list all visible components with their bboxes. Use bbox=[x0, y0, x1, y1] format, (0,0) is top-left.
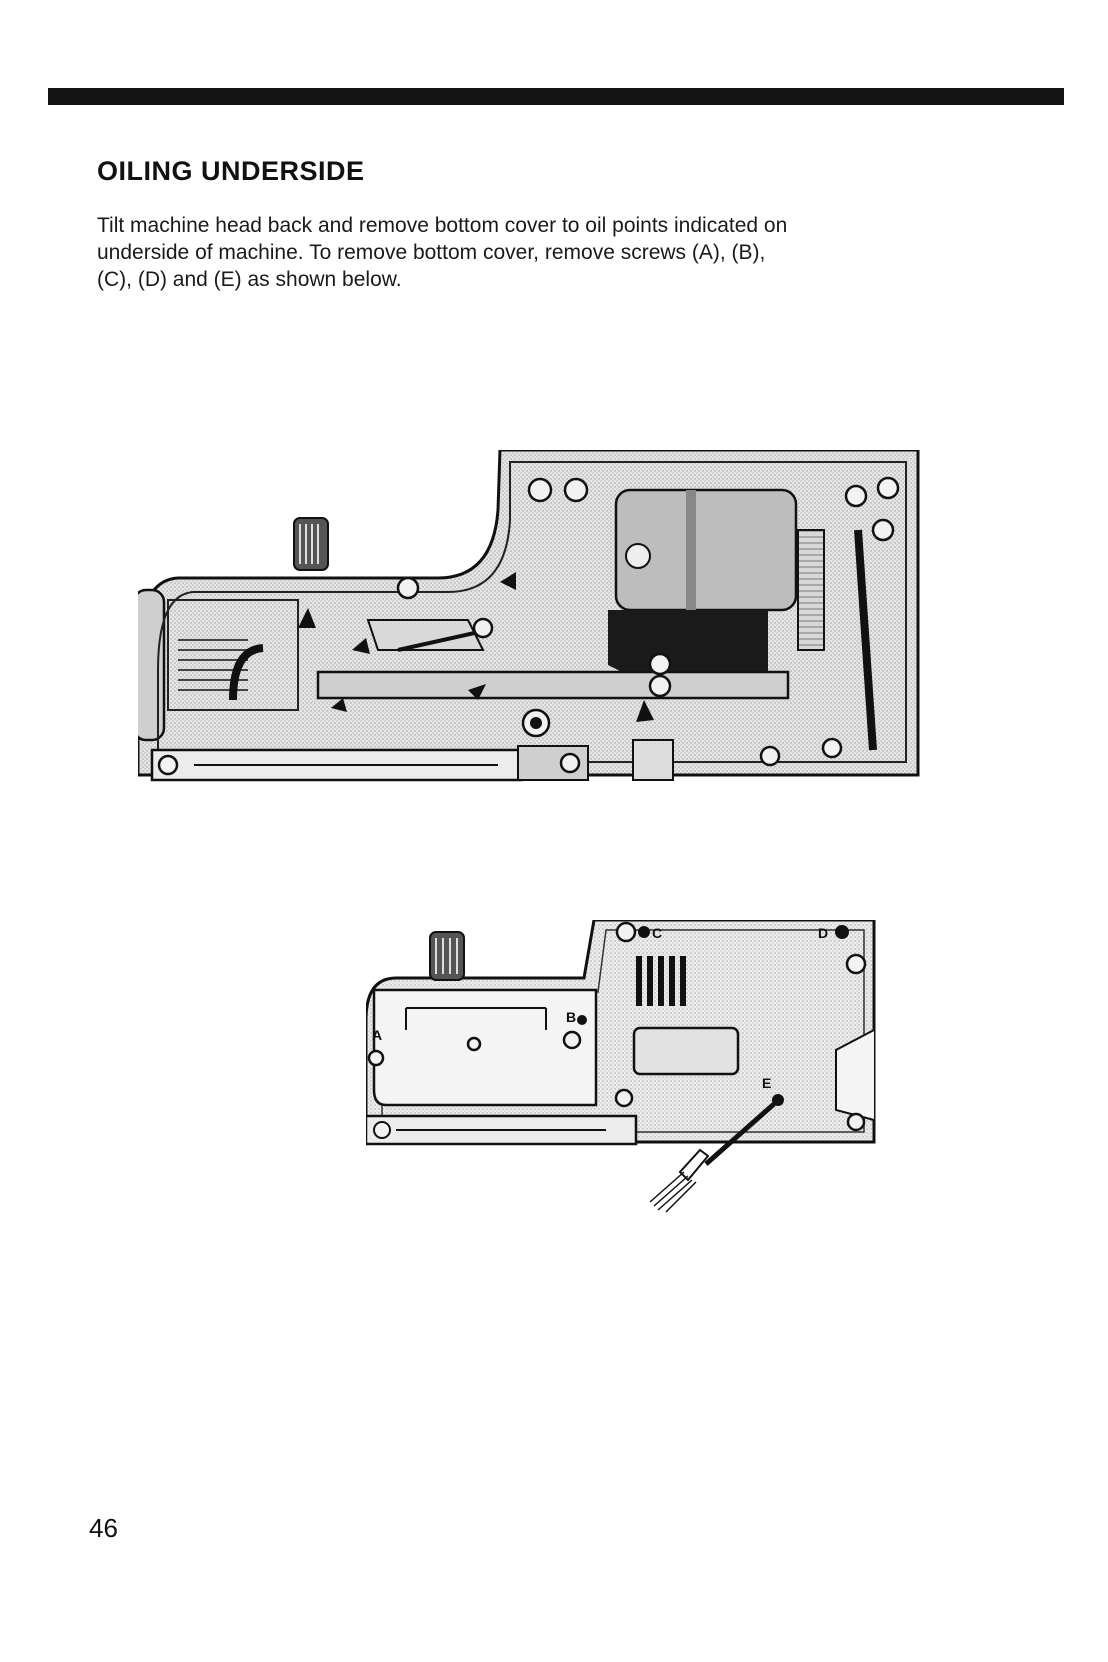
top-rule bbox=[48, 88, 1064, 105]
screw-label-b: B bbox=[566, 1009, 576, 1025]
page-number: 46 bbox=[89, 1513, 118, 1544]
screw-label-e: E bbox=[762, 1075, 771, 1091]
intro-line-1: Tilt machine head back and remove bottom… bbox=[97, 212, 977, 239]
screw-label-d: D bbox=[818, 925, 828, 941]
screw-label-a: A bbox=[372, 1027, 382, 1043]
underside-mechanism-illustration bbox=[138, 450, 974, 825]
intro-line-2: underside of machine. To remove bottom c… bbox=[97, 239, 977, 266]
bottom-cover-illustration: A B C D E bbox=[366, 920, 926, 1250]
intro-paragraph: Tilt machine head back and remove bottom… bbox=[97, 212, 977, 293]
screw-label-c: C bbox=[652, 925, 662, 941]
section-heading: OILING UNDERSIDE bbox=[97, 156, 365, 187]
intro-line-3: (C), (D) and (E) as shown below. bbox=[97, 266, 977, 293]
